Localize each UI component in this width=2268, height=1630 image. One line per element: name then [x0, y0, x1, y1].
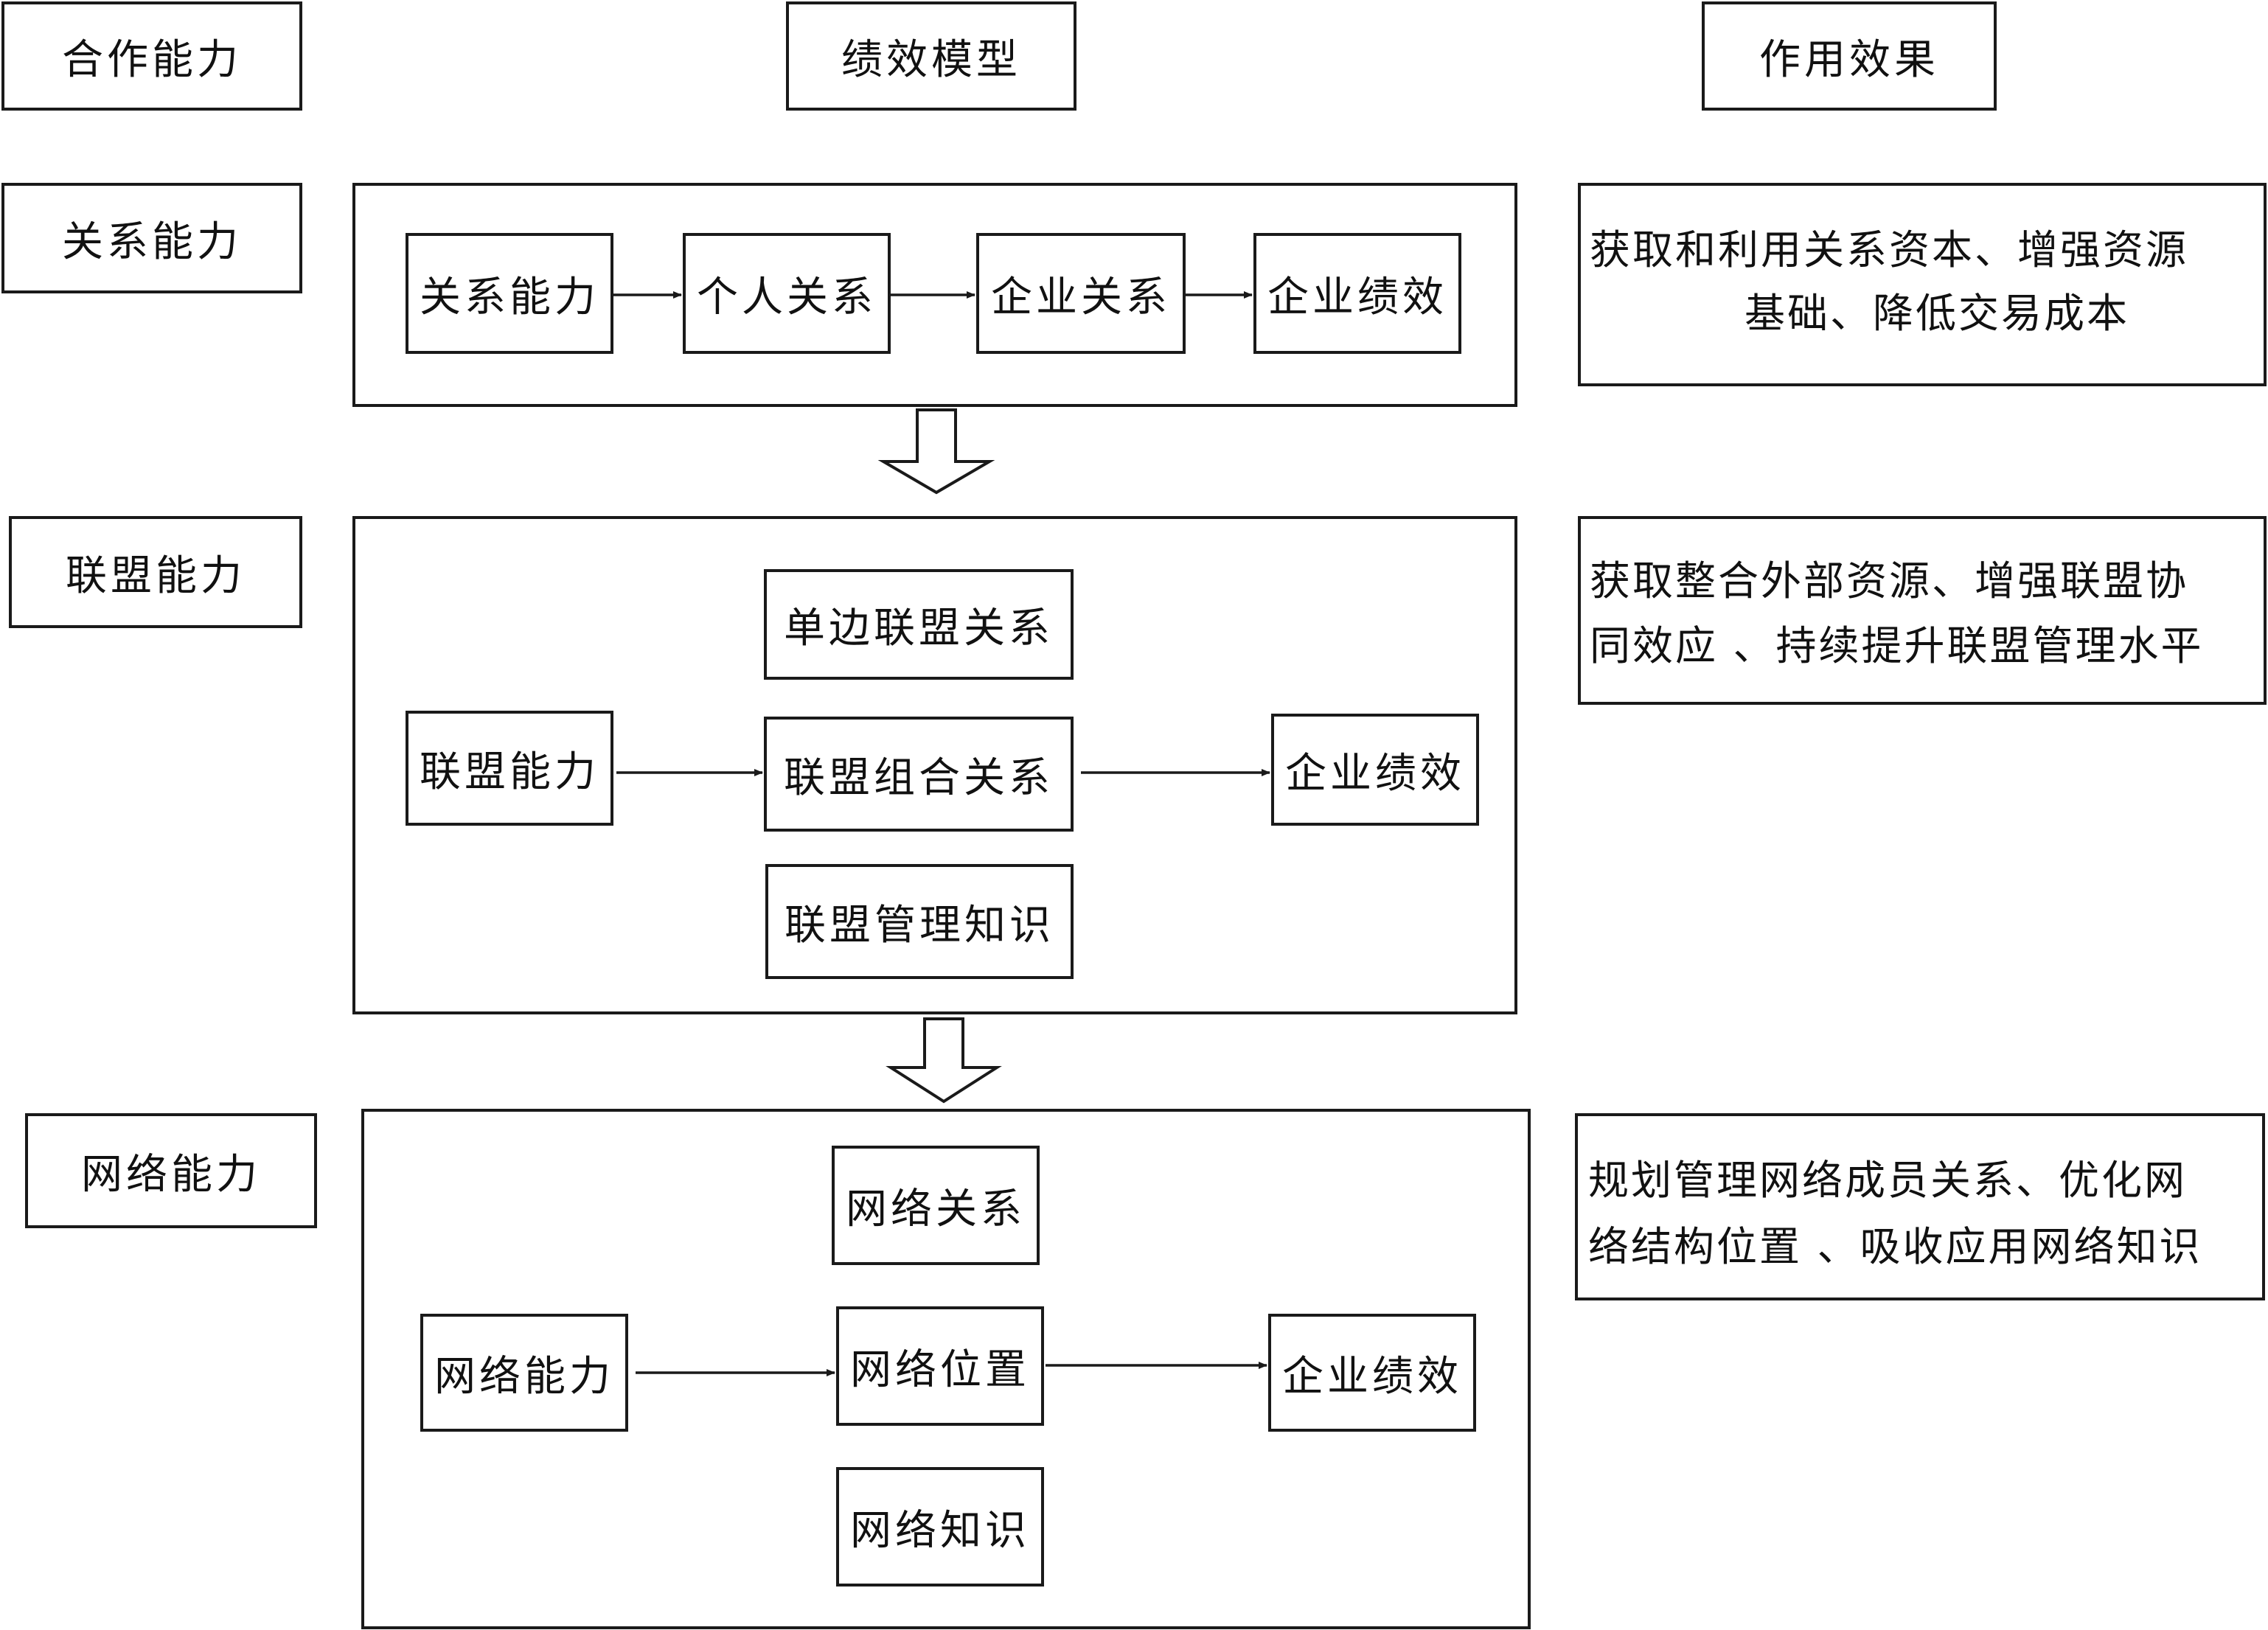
capability-network: 网络能力 [25, 1113, 317, 1228]
effect-network-line2: 络结构位置 、吸收应用网络知识 [1588, 1223, 2202, 1270]
header-effect: 作用效果 [1702, 1, 1997, 111]
node-network-enterprise-performance: 企业绩效 [1268, 1314, 1476, 1432]
node-network-relationship: 网络关系 [832, 1146, 1040, 1265]
node-personal-relationship: 个人关系 [683, 233, 891, 354]
hollow-down-arrow-1 [877, 408, 995, 495]
node-network-knowledge: 网络知识 [836, 1467, 1044, 1587]
effect-relationship: 获取和利用关系资本、增强资源 基础、降低交易成本 [1578, 183, 2267, 386]
node-enterprise-performance: 企业绩效 [1253, 233, 1461, 354]
hollow-down-arrow-2 [886, 1017, 1002, 1104]
effect-relationship-line2: 基础、降低交易成本 [1745, 290, 2130, 337]
node-relationship-capability: 关系能力 [406, 233, 613, 354]
node-network-position: 网络位置 [836, 1306, 1044, 1426]
node-alliance-enterprise-performance: 企业绩效 [1271, 714, 1479, 826]
header-performance-model: 绩效模型 [786, 1, 1076, 111]
effect-alliance-line1: 获取整合外部资源、增强联盟协 [1590, 557, 2189, 605]
effect-alliance: 获取整合外部资源、增强联盟协 同效应 、持续提升联盟管理水平 [1578, 516, 2267, 705]
header-cooperation-capability: 合作能力 [1, 1, 302, 111]
effect-network: 规划管理网络成员关系、优化网 络结构位置 、吸收应用网络知识 [1575, 1113, 2265, 1300]
node-unilateral-alliance-relationship: 单边联盟关系 [764, 569, 1074, 680]
node-alliance-capability: 联盟能力 [406, 711, 613, 826]
node-network-capability: 网络能力 [420, 1314, 628, 1432]
node-alliance-management-knowledge: 联盟管理知识 [765, 864, 1074, 979]
node-enterprise-relationship: 企业关系 [976, 233, 1186, 354]
capability-relationship: 关系能力 [1, 183, 302, 293]
effect-alliance-line2: 同效应 、持续提升联盟管理水平 [1590, 622, 2204, 669]
node-alliance-portfolio-relationship: 联盟组合关系 [764, 717, 1074, 832]
capability-alliance: 联盟能力 [9, 516, 302, 628]
effect-relationship-line1: 获取和利用关系资本、增强资源 [1590, 226, 2189, 274]
effect-network-line1: 规划管理网络成员关系、优化网 [1588, 1157, 2188, 1204]
